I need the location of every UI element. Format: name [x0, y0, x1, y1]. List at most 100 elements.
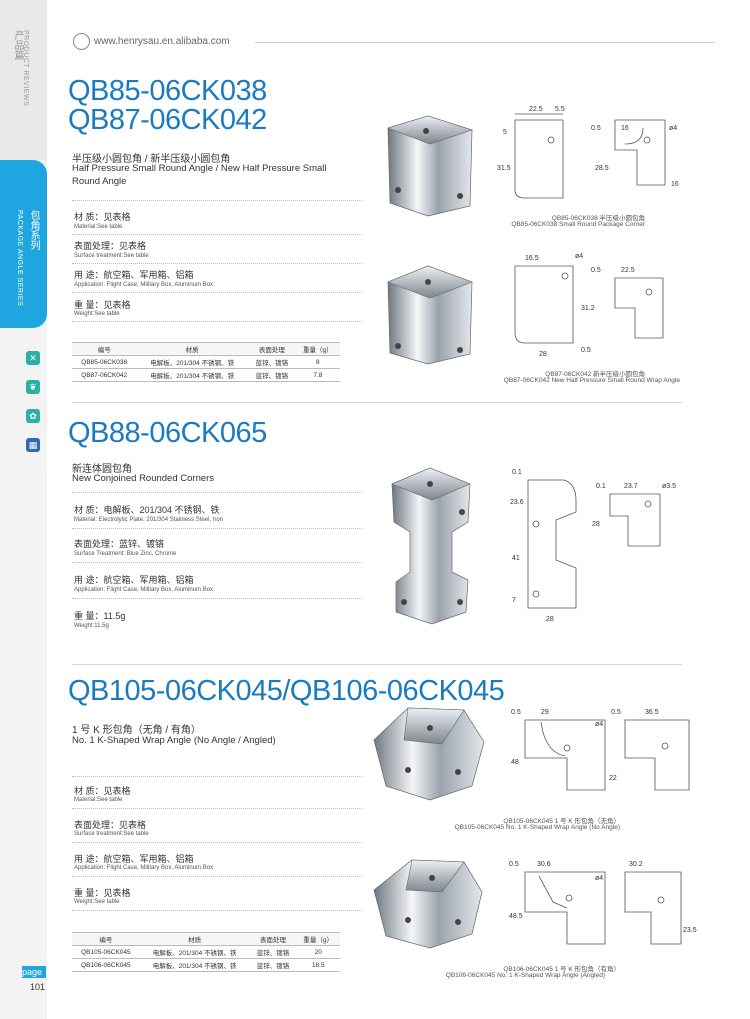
- dim-label: 36.5: [645, 709, 659, 716]
- table-header: 材质: [139, 932, 250, 946]
- dim-label: 0.5: [591, 125, 601, 132]
- dim-label: 16: [671, 181, 679, 188]
- table-cell: QB85-06CK038: [72, 355, 137, 369]
- chip-icon[interactable]: ▦: [26, 438, 40, 452]
- s1-rule1: [72, 234, 362, 235]
- gear-icon[interactable]: ✿: [26, 409, 40, 423]
- section1-sub-cn: 半压级小圆包角 / 新半压级小圆包角: [72, 154, 231, 165]
- table-cell: QB87-06CK042: [72, 368, 137, 382]
- s2-rule3: [72, 598, 362, 599]
- s3-rule2: [72, 842, 362, 843]
- table-row: QB105-06CK045 电解板、201/304 不锈钢、铁 蓝锌、镀铬 20: [72, 945, 340, 959]
- sidebar-active-tab[interactable]: 包角系列 PACKAGE ANGLE SERIES: [0, 160, 47, 328]
- tools-icon[interactable]: ✕: [26, 351, 40, 365]
- page-label: page: [22, 966, 46, 978]
- s1-spec4-en: Weight:See table: [74, 311, 120, 317]
- globe-icon: [73, 33, 90, 50]
- s1-spec3-en: Application: Flight Case, Military Box, …: [74, 282, 214, 288]
- dim-label: 28: [592, 521, 600, 528]
- section1-sub-en2: Round Angle: [72, 176, 127, 187]
- leaf-icon[interactable]: ❦: [26, 380, 40, 394]
- table-header: 编号: [72, 342, 137, 356]
- s2-spec2-cn: 表面处理：蓝锌、镀铬: [74, 539, 165, 549]
- s2-rule1: [72, 528, 362, 529]
- section3-sub-cn: 1 号 K 形包角（无角 / 有角）: [72, 725, 201, 736]
- section2-sub-en: New Conjoined Rounded Corners: [72, 473, 215, 484]
- dim-label: 0.1: [512, 469, 522, 476]
- s2-spec3-cn: 用 途：航空箱、军用箱、铝箱: [74, 575, 194, 585]
- dim-label: ø4: [669, 125, 677, 132]
- dim-label: 28: [539, 351, 547, 358]
- s1-rule2: [72, 263, 362, 264]
- s3-spec3-cn: 用 途：航空箱、军用箱、铝箱: [74, 854, 194, 864]
- section-divider: [72, 402, 682, 403]
- table-header-row: 编号 材质 表面处理 重量（g）: [72, 932, 340, 946]
- header-url[interactable]: www.henrysau.en.alibaba.com: [94, 36, 230, 47]
- sidebar-top-tab: 产品篇 PRODUCT REVIEWS: [0, 0, 47, 160]
- s3-caption1-en: QB105-06CK045 No. 1 K-Shaped Wrap Angle …: [454, 824, 620, 831]
- s2-spec2-en: Surface Treatment: Blue Zinc, Chrome: [74, 551, 177, 557]
- dim-label: 16.5: [525, 255, 539, 262]
- section-divider: [72, 664, 682, 665]
- s3-spec-table: 编号 材质 表面处理 重量（g） QB105-06CK045 电解板、201/3…: [72, 932, 340, 972]
- dim-label: 16: [621, 125, 629, 132]
- sidebar-tab-en: PACKAGE ANGLE SERIES: [16, 210, 23, 307]
- sidebar-top-cn: 产品篇: [12, 30, 23, 60]
- dim-label: 0.5: [611, 709, 621, 716]
- section1-rule: [72, 200, 362, 201]
- table-cell: QB105-06CK045: [72, 945, 140, 959]
- s1-rule4: [72, 321, 362, 322]
- table-cell: 电解板、201/304 不锈钢、铁: [139, 958, 250, 972]
- sidebar-top-en: PRODUCT REVIEWS: [22, 30, 29, 107]
- header-rule: [255, 42, 715, 43]
- dim-label: 31.2: [581, 305, 595, 312]
- s2-rule2: [72, 562, 362, 563]
- dim-label: ø3.5: [662, 483, 676, 490]
- table-cell: 蓝锌、镀铬: [247, 368, 296, 382]
- s1-caption2-cn: QB87-06CK042 新半压级小圆包角: [545, 371, 645, 378]
- table-row: QB106-06CK045 电解板、201/304 不锈钢、铁 蓝锌、镀铬 18…: [72, 958, 340, 972]
- s3-spec4-en: Weight:See table: [74, 899, 120, 905]
- table-cell: 蓝锌、镀铬: [249, 958, 297, 972]
- table-cell: 蓝锌、镀铬: [247, 355, 296, 369]
- dim-label: 22.5: [621, 267, 635, 274]
- table-header: 材质: [136, 342, 248, 356]
- s3-spec2-cn: 表面处理：见表格: [74, 820, 147, 830]
- s3-drawing-1: 0.5 29 ø4 0.5 36.5 48 22: [511, 709, 690, 791]
- table-header: 表面处理: [249, 932, 297, 946]
- s3-rule1: [72, 808, 362, 809]
- s1-drawing-2: 16.5 ø4 0.5 22.5 31.2 28 0.5: [514, 253, 664, 358]
- dim-label: 5.5: [555, 106, 565, 113]
- s3-caption1-cn: QB105-06CK045 1 号 K 形包角（无角）: [503, 818, 620, 825]
- dim-label: 23.6: [510, 499, 524, 506]
- s1-spec4-cn: 重 量：见表格: [74, 300, 131, 310]
- s1-drawing-1: 22.5 5.5 5 31.5 0.5 16 ø4 28.5 16: [497, 106, 679, 199]
- s3-caption2-cn: QB106-06CK045 1 号 K 形包角（有角）: [503, 966, 620, 973]
- s1-product-image-2: [387, 265, 473, 365]
- section3-sub-en: No. 1 K-Shaped Wrap Angle (No Angle / An…: [72, 735, 276, 746]
- s1-product-image-1: [387, 115, 473, 217]
- table-cell: 18.5: [296, 958, 340, 972]
- s3-spec4-cn: 重 量：见表格: [74, 888, 131, 898]
- dim-label: 22.5: [529, 106, 543, 113]
- table-header: 编号: [72, 932, 140, 946]
- dim-label: 0.5: [511, 709, 521, 716]
- s2-spec4-en: Weight:11.5g: [74, 623, 109, 629]
- table-header-row: 编号 材质 表面处理 重量（g）: [72, 342, 340, 356]
- s3-rule3: [72, 876, 362, 877]
- dim-label: 0.5: [509, 861, 519, 868]
- section2-rule: [72, 492, 362, 493]
- s1-caption1-cn: QB85-06CK038 半压级小圆包角: [551, 215, 645, 222]
- dim-label: 22: [609, 775, 617, 782]
- dim-label: ø4: [575, 253, 583, 260]
- s3-spec1-en: Material:See table: [74, 797, 123, 803]
- table-cell: 7.8: [295, 368, 340, 382]
- dim-label: 0.5: [591, 267, 601, 274]
- s1-spec2-en: Surface treatment:See table: [74, 253, 149, 259]
- table-cell: 电解板、201/304 不锈钢、铁: [136, 368, 248, 382]
- table-row: QB85-06CK038 电解板、201/304 不锈钢、铁 蓝锌、镀铬 8: [72, 355, 340, 369]
- table-cell: 8: [295, 355, 340, 369]
- s3-drawing-2: 0.5 30.6 ø4 30.2 48.5 23.5: [509, 861, 697, 945]
- dim-label: 0.5: [581, 347, 591, 354]
- dim-label: 29: [541, 709, 549, 716]
